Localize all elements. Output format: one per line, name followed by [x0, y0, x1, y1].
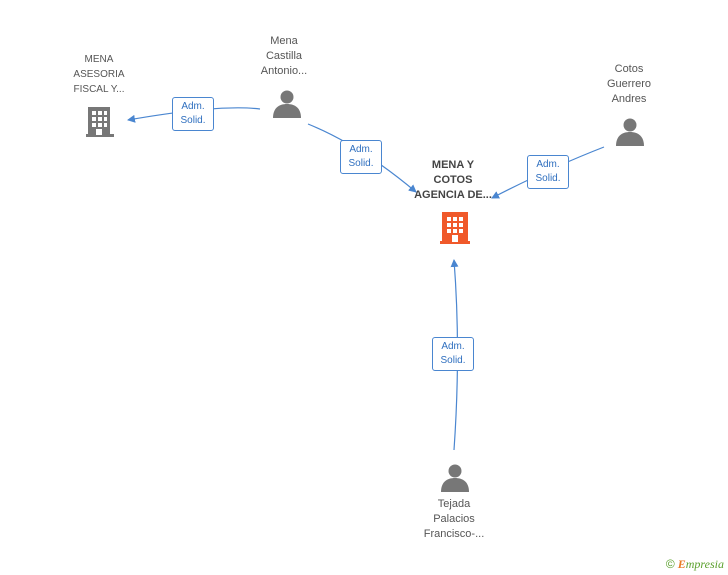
role-line: Adm. [536, 159, 560, 170]
person-icon[interactable] [273, 90, 301, 119]
brand-initial: E [677, 557, 686, 571]
node-label-cotos-guerrero[interactable]: Cotos Guerrero Andres [584, 62, 674, 107]
role-line: Solid. [440, 355, 466, 366]
role-line: Solid. [348, 158, 374, 169]
edge-role-label[interactable]: Adm. Solid. [432, 337, 474, 371]
edge-role-label[interactable]: Adm. Solid. [527, 155, 569, 189]
role-line: Solid. [180, 115, 206, 126]
label-line: Palacios [433, 513, 475, 525]
label-line: Guerrero [606, 78, 652, 90]
brand-name: mpresia [685, 557, 724, 571]
person-icon[interactable] [616, 118, 644, 147]
edge-role-label[interactable]: Adm. Solid. [172, 97, 214, 131]
brand-logo: © Empresia [666, 557, 724, 572]
role-line: Adm. [349, 144, 373, 155]
building-icon[interactable] [86, 105, 116, 137]
label-line: Mena [270, 35, 298, 47]
node-label-tejada-palacios[interactable]: Tejada Palacios Francisco-... [409, 497, 499, 542]
label-line: Francisco-... [423, 528, 485, 540]
label-line: AGENCIA DE... [414, 189, 492, 201]
label-line: MENA Y [431, 159, 475, 171]
label-line: ASESORIA [73, 69, 125, 80]
label-line: Castilla [265, 50, 303, 62]
label-line: COTOS [433, 174, 473, 186]
label-line: Cotos [614, 63, 644, 75]
edge-role-label[interactable]: Adm. Solid. [340, 140, 382, 174]
label-line: FISCAL Y... [73, 84, 125, 95]
role-line: Adm. [441, 341, 465, 352]
label-line: MENA [84, 54, 114, 65]
main-building-icon[interactable] [440, 212, 470, 244]
role-line: Solid. [535, 173, 561, 184]
node-label-main-company[interactable]: MENA Y COTOS AGENCIA DE... [408, 158, 498, 203]
label-line: Antonio... [260, 65, 308, 77]
role-line: Adm. [181, 101, 205, 112]
label-line: Tejada [437, 498, 471, 510]
label-line: Andres [611, 93, 647, 105]
person-icon[interactable] [441, 464, 469, 493]
node-label-asesoria[interactable]: MENA ASESORIA FISCAL Y... [54, 52, 144, 97]
node-label-mena-castilla[interactable]: Mena Castilla Antonio... [239, 34, 329, 79]
copyright-symbol: © [665, 557, 675, 571]
